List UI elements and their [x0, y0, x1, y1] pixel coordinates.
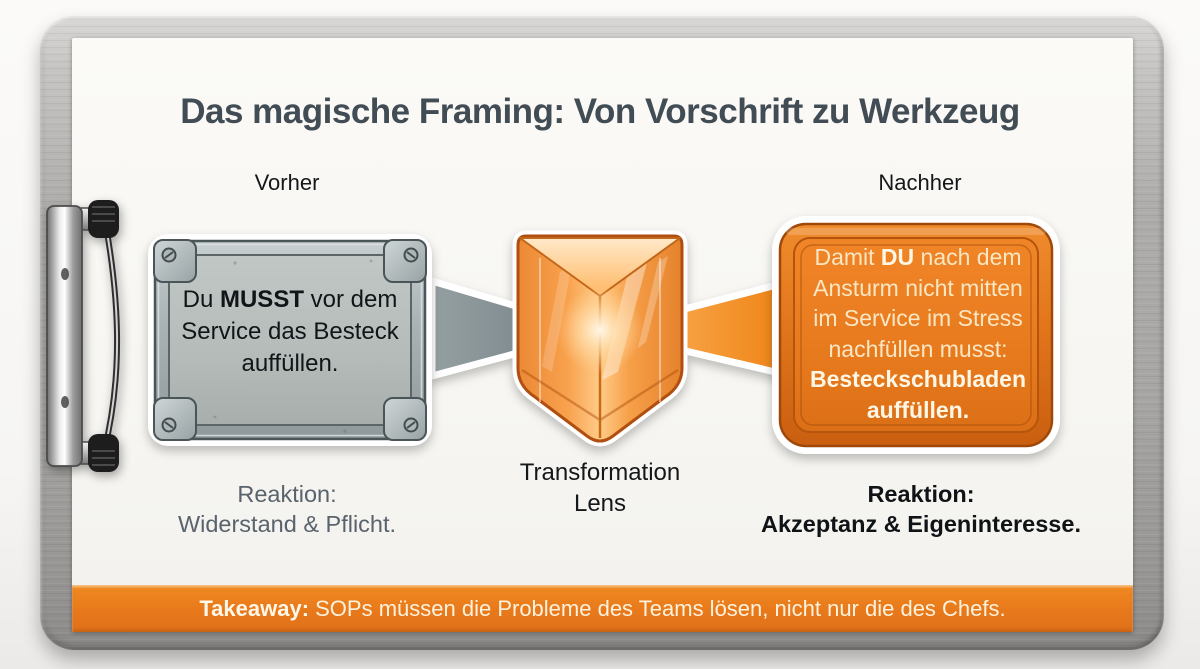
metal-sign — [148, 234, 432, 446]
after-box — [772, 216, 1060, 454]
takeaway-label: Takeaway: — [199, 596, 310, 621]
screw-icon — [161, 247, 419, 433]
before-label: Vorher — [254, 170, 320, 195]
takeaway-banner: Takeaway: SOPs müssen die Probleme des T… — [72, 585, 1133, 632]
before-reaction: Reaktion:Widerstand & Pflicht. — [177, 481, 397, 537]
page-title: Das magische Framing: Von Vorschrift zu … — [180, 92, 1020, 131]
after-label: Nachher — [878, 170, 962, 195]
takeaway-text: SOPs müssen die Probleme des Teams lösen… — [309, 596, 1006, 621]
clipboard-clip-icon — [46, 200, 121, 472]
after-reaction: Reaktion:Akzeptanz & Eigeninteresse. — [761, 481, 1081, 537]
